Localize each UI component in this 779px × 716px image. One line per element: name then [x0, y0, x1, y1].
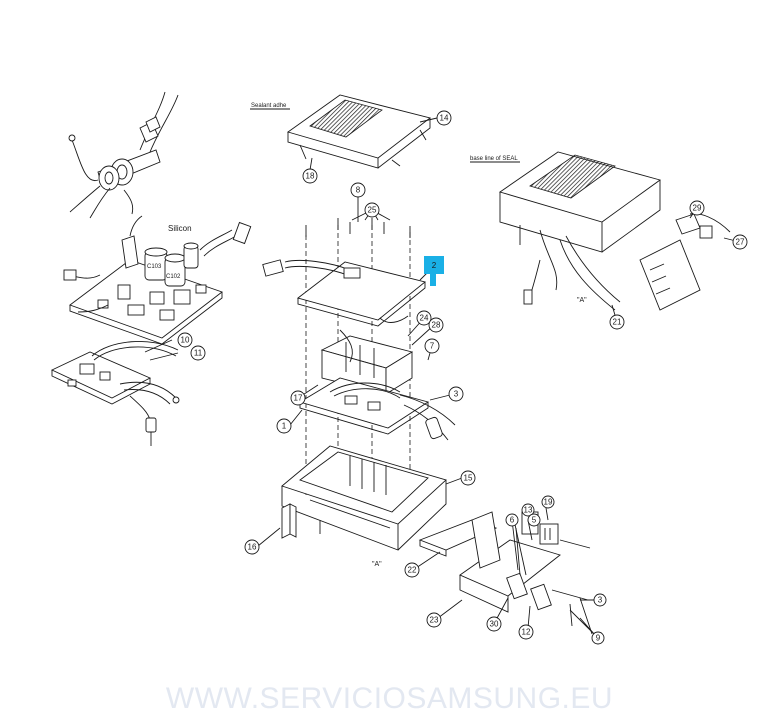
svg-text:8: 8 — [356, 186, 361, 195]
svg-text:1: 1 — [282, 422, 287, 431]
svg-text:28: 28 — [432, 321, 441, 330]
callout-7: 7 — [424, 338, 440, 354]
note-silicon: Silicon — [168, 224, 192, 233]
callout-9: 9 — [591, 631, 605, 645]
noise-filter-assembly — [68, 91, 179, 219]
svg-text:10: 10 — [181, 336, 190, 345]
callout-15: 15 — [460, 470, 476, 486]
svg-text:29: 29 — [693, 204, 702, 213]
svg-text:18: 18 — [306, 172, 315, 181]
callout-10: 10 — [177, 332, 193, 348]
note-c102: C102 — [166, 274, 181, 280]
view-label-a-right: "A" — [577, 297, 587, 304]
callout-8: 8 — [350, 182, 366, 198]
note-c103: C103 — [147, 264, 162, 270]
top-cover-plate — [286, 94, 432, 169]
sub-pcb-assembly — [50, 341, 180, 446]
svg-text:6: 6 — [510, 516, 515, 525]
callout-22: 22 — [404, 562, 420, 578]
callout-17: 17 — [290, 390, 306, 406]
callout-24: 24 — [416, 310, 432, 326]
main-pcb-assembly — [63, 215, 252, 345]
highlight-marker-part-2: 2 — [424, 256, 444, 286]
svg-text:3: 3 — [598, 596, 603, 605]
view-label-a-center: "A" — [372, 561, 382, 568]
callout-27: 27 — [732, 234, 748, 250]
svg-text:17: 17 — [294, 394, 303, 403]
callout-29: 29 — [689, 200, 705, 216]
callout-18: 18 — [302, 168, 318, 184]
exploded-stack — [262, 218, 456, 551]
callout-3: 3 — [448, 386, 464, 402]
svg-text:30: 30 — [490, 620, 499, 629]
terminal-bracket-assembly — [418, 511, 593, 635]
callout-12: 12 — [518, 624, 534, 640]
assembled-unit-view — [498, 151, 731, 311]
watermark-text: WWW.SERVICIOSAMSUNG.EU — [165, 682, 614, 715]
callout-5: 5 — [527, 513, 541, 527]
callout-25: 25 — [364, 202, 380, 218]
callout-14: 14 — [436, 110, 452, 126]
callout-13: 13 — [521, 503, 535, 517]
note-sealant: Sealant adhe — [251, 103, 287, 109]
svg-text:16: 16 — [248, 543, 257, 552]
callout-23: 23 — [426, 612, 442, 628]
note-seal-line: base line of SEAL — [470, 156, 518, 162]
svg-text:7: 7 — [430, 342, 435, 351]
callout-11: 11 — [190, 345, 206, 361]
callout-19: 19 — [541, 495, 555, 509]
svg-text:5: 5 — [532, 516, 537, 525]
leader-lines — [144, 117, 741, 637]
svg-text:22: 22 — [408, 566, 417, 575]
callout-28: 28 — [428, 317, 444, 333]
svg-text:27: 27 — [736, 238, 745, 247]
svg-text:12: 12 — [522, 628, 531, 637]
svg-text:14: 14 — [440, 114, 449, 123]
callout-16: 16 — [244, 539, 260, 555]
svg-text:9: 9 — [596, 634, 601, 643]
callout-6: 6 — [505, 513, 519, 527]
highlight-label: 2 — [432, 261, 437, 270]
svg-text:3: 3 — [454, 390, 459, 399]
svg-text:24: 24 — [420, 314, 429, 323]
svg-text:23: 23 — [430, 616, 439, 625]
callout-3b: 3 — [593, 593, 607, 607]
svg-text:13: 13 — [524, 506, 533, 515]
callout-21: 21 — [609, 314, 625, 330]
callout-30: 30 — [486, 616, 502, 632]
svg-text:19: 19 — [544, 498, 553, 507]
svg-text:15: 15 — [464, 474, 473, 483]
annotation-notes: Silicon C103 C102 Sealant adhe base line… — [147, 103, 587, 568]
svg-text:11: 11 — [194, 349, 203, 358]
callout-1: 1 — [276, 418, 292, 434]
svg-text:25: 25 — [368, 206, 377, 215]
svg-text:21: 21 — [613, 318, 622, 327]
